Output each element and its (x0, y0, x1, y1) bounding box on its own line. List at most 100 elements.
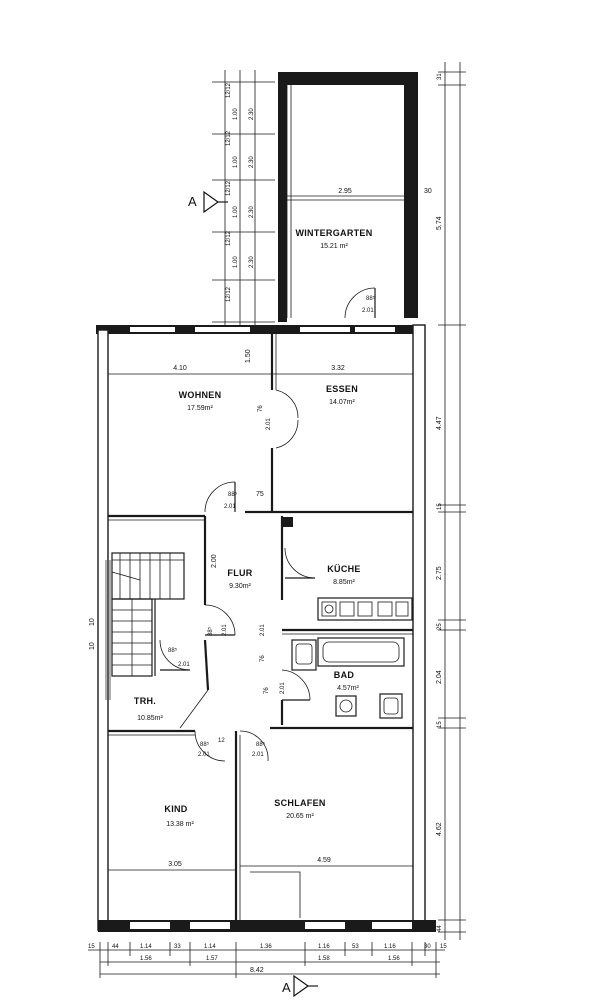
bottom-row2-1: 1.56 (140, 956, 152, 962)
bottom-dim-3: 1.14 (140, 944, 152, 950)
bottom-row2-3: 1.58 (318, 956, 330, 962)
left-dim-6: 2.30 (249, 156, 255, 168)
room-name-essen: ESSEN (326, 384, 358, 394)
door-wohnen-height: 2.01 (224, 504, 236, 510)
room-area-trh: 10.85m² (137, 715, 163, 722)
left-dim-13: 12/12 (226, 286, 232, 302)
room-area-wohnen: 17.59m² (187, 405, 213, 412)
bathtub (317, 637, 405, 667)
bottom-dimension-chain: 15 44 1.14 33 1.14 1.36 1.16 53 1.16 30 … (88, 942, 447, 978)
bath-fixtures (291, 639, 403, 719)
left-dim-2: 1.00 (233, 108, 239, 120)
room-area-kind: 13.38 m² (166, 821, 194, 828)
bottom-dim-10: 30 (424, 944, 431, 950)
room-area-kuche: 8.85m² (333, 579, 355, 586)
door-kind-height: 2.01 (198, 752, 210, 758)
dim-kind-width: 3.05 (168, 861, 182, 868)
dim-schlafen-width: 4.59 (317, 857, 331, 864)
door-kuche-height: 2.01 (260, 624, 266, 636)
room-labels: WINTERGARTEN 15.21 m² WOHNEN 17.59m² ESS… (134, 228, 372, 828)
bottom-dim-4: 33 (174, 944, 181, 950)
door-flur-width: 88⁵ (207, 626, 214, 636)
bottom-dim-8: 53 (352, 944, 359, 950)
left-dim-10: 12/12 (226, 230, 232, 246)
room-area-wintergarten: 15.21 m² (320, 243, 348, 250)
room-name-kuche: KÜCHE (327, 564, 361, 574)
outer-walls (96, 324, 436, 932)
bottom-row2-4: 1.56 (388, 956, 400, 962)
staircase (111, 552, 185, 677)
door-kind-width: 88⁵ (200, 741, 210, 748)
door-wg-height: 2.01 (362, 308, 374, 314)
schlafen-niche (250, 871, 301, 918)
left-dim-9: 2.30 (249, 206, 255, 218)
dim-wg-width: 2.95 (338, 188, 352, 195)
right-dim-15b: 15 (437, 721, 443, 728)
wintergarten-walls (278, 72, 418, 322)
door-trh-width: 88⁵ (168, 647, 178, 654)
room-area-flur: 9.30m² (229, 583, 251, 590)
door-schlafen-height: 2.01 (252, 752, 264, 758)
right-dim-31: 31 (437, 73, 443, 80)
bottom-dim-11: 15 (440, 944, 447, 950)
door-small-12: 12 (218, 738, 225, 744)
room-name-bad: BAD (334, 670, 355, 680)
bottom-dim-2: 44 (112, 944, 119, 950)
bottom-dim-5: 1.14 (204, 944, 216, 950)
inner-dimensions: 2.95 30 4.10 1.50 3.32 3.05 4.59 75 2.00 (108, 188, 432, 871)
right-dim-447: 4.47 (436, 416, 443, 430)
door-double-width: 76 (258, 405, 264, 412)
room-area-schlafen: 20.65 m² (286, 813, 314, 820)
door-wg-width: 88⁵ (366, 295, 376, 302)
door-trh-height: 2.01 (178, 662, 190, 668)
room-name-kind: KIND (164, 804, 187, 814)
right-dimension-chain: 31 5.74 4.47 15 2.75 25 2.04 15 4.62 44 (436, 62, 466, 940)
dim-wg-wall: 30 (424, 188, 432, 195)
right-dim-275: 2.75 (436, 566, 443, 580)
door-bad-width: 76 (264, 687, 270, 694)
kitchen-counter (317, 597, 413, 621)
dim-door-75: 75 (256, 491, 264, 498)
left-dim-1: 12/12 (226, 82, 232, 98)
room-name-wintergarten: WINTERGARTEN (295, 228, 372, 238)
bottom-row2-2: 1.57 (206, 956, 218, 962)
section-marker-top: A (188, 190, 228, 214)
dim-essen-width: 3.32 (331, 365, 345, 372)
left-mark-1: 10 (89, 618, 96, 626)
bottom-dim-7: 1.16 (318, 944, 330, 950)
right-dim-25: 25 (437, 623, 443, 630)
bottom-total: 8.42 (250, 967, 264, 974)
room-area-essen: 14.07m² (329, 399, 355, 406)
room-name-schlafen: SCHLAFEN (274, 798, 325, 808)
left-dimension-stack: 12/12 1.00 2.30 12/12 1.00 2.30 12/12 1.… (212, 70, 275, 325)
dim-wohnen-gap: 1.50 (245, 349, 252, 363)
room-area-bad: 4.57m² (337, 685, 359, 692)
door-bad-height: 2.01 (280, 682, 286, 694)
door-labels: 88⁵ 2.01 88⁵ 2.01 76 2.01 88⁵ 2.01 88⁵ 2… (168, 295, 376, 758)
dim-flur-door: 2.00 (211, 554, 218, 568)
right-dim-204: 2.04 (436, 670, 443, 684)
door-swings (159, 287, 376, 762)
right-dim-574: 5.74 (436, 216, 443, 230)
section-marker-bottom: A (282, 974, 318, 998)
room-name-trh: TRH. (134, 696, 156, 706)
left-dim-7: 12/12 (226, 180, 232, 196)
right-dim-44: 44 (437, 925, 443, 932)
left-dim-4: 12/12 (226, 130, 232, 146)
right-dim-15a: 15 (437, 503, 443, 510)
room-name-wohnen: WOHNEN (179, 390, 222, 400)
door-schlafen-width: 88⁵ (256, 741, 266, 748)
inner-walls (105, 334, 413, 920)
bottom-dim-6: 1.36 (260, 944, 272, 950)
left-dim-8: 1.00 (233, 206, 239, 218)
dim-wohnen-width: 4.10 (173, 365, 187, 372)
door-double-height: 2.01 (266, 418, 272, 430)
bottom-dim-1: 15 (88, 944, 95, 950)
door-flur-height: 2.01 (222, 624, 228, 636)
left-dim-12: 2.30 (249, 256, 255, 268)
bottom-dim-9: 1.16 (384, 944, 396, 950)
section-label-bottom: A (282, 980, 291, 995)
door-wohnen-width: 88⁵ (228, 491, 238, 498)
left-dim-11: 1.00 (233, 256, 239, 268)
